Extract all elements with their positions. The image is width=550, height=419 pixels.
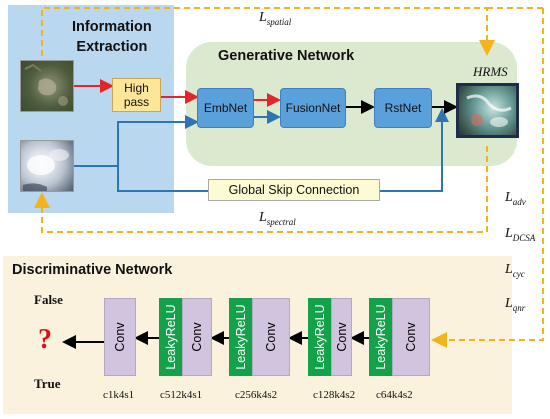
- loss-adv: Ladv: [505, 190, 526, 207]
- false-label: False: [34, 292, 63, 307]
- dashed-spectral-loss: [34, 146, 488, 233]
- disc-block-5-leakyrelu-label: LeakyReLU: [373, 304, 388, 370]
- true-label: True: [34, 376, 61, 391]
- disc-block-3-conv: Conv: [252, 298, 290, 376]
- arrow-ms-to-embnet: [73, 115, 199, 167]
- loss-spatial: Lspatial: [259, 10, 291, 27]
- hrms-image-texture: [466, 94, 512, 127]
- loss-cyc: Lcyc: [505, 262, 525, 279]
- loss-cyc-sub: cyc: [512, 268, 525, 279]
- loss-dcsa-sub: DCSA: [512, 232, 536, 243]
- loss-spectral-sub: spectral: [266, 216, 296, 227]
- disc-block-2-leakyrelu: LeakyReLU: [159, 298, 182, 376]
- loss-cyc-main: L: [505, 262, 513, 277]
- loss-adv-sub: adv: [512, 196, 526, 207]
- loss-qnr: Lqnr: [505, 296, 525, 313]
- loss-spectral-main: L: [259, 210, 267, 225]
- disc-block-3-leakyrelu-label: LeakyReLU: [233, 304, 248, 370]
- loss-spectral: Lspectral: [259, 210, 296, 227]
- disc-block-1-caption: c1k4s1: [103, 389, 135, 401]
- disc-block-5-caption: c64k4s2: [376, 389, 413, 401]
- disc-block-3-caption: c256k4s2: [235, 389, 278, 401]
- hrms-image: [456, 83, 519, 138]
- loss-dcsa: LDCSA: [505, 226, 535, 243]
- dashed-spatial-loss: [41, 7, 495, 56]
- loss-qnr-main: L: [505, 296, 513, 311]
- disc-block-4-caption: c128k4s2: [313, 389, 356, 401]
- disc-block-5-leakyrelu: LeakyReLU: [369, 298, 392, 376]
- disc-block-1-conv: Conv: [104, 298, 136, 376]
- disc-block-4-leakyrelu-label: LeakyReLU: [312, 304, 327, 370]
- disc-block-2-conv: Conv: [182, 298, 212, 376]
- disc-block-2-caption: c512k4s1: [160, 389, 203, 401]
- pan-image-texture: [24, 63, 68, 106]
- pan-image: [20, 60, 74, 112]
- global-skip-box: Global Skip Connection: [208, 179, 380, 201]
- info-title-line2: Extraction: [76, 39, 148, 55]
- disc-block-4-leakyrelu: LeakyReLU: [308, 298, 331, 376]
- disc-block-5-conv: Conv: [392, 298, 430, 376]
- disc-title: Discriminative Network: [12, 262, 173, 278]
- disc-block-3-conv-label: Conv: [264, 322, 278, 352]
- hrms-label: HRMS: [473, 64, 508, 79]
- loss-dcsa-main: L: [505, 226, 513, 241]
- high-pass-box: High pass: [112, 78, 161, 112]
- fusionnet-box: FusionNet: [280, 88, 346, 128]
- disc-block-1-conv-label: Conv: [113, 322, 127, 352]
- rstnet-box: RstNet: [374, 88, 432, 128]
- info-title: Information Extraction: [72, 17, 152, 57]
- disc-block-4-conv-label: Conv: [334, 322, 349, 352]
- loss-spatial-sub: spatial: [266, 16, 292, 27]
- gen-title: Generative Network: [218, 48, 355, 64]
- embnet-box: EmbNet: [197, 88, 254, 128]
- disc-block-2-leakyrelu-label: LeakyReLU: [163, 304, 178, 370]
- loss-spatial-main: L: [259, 10, 267, 25]
- disc-block-3-leakyrelu: LeakyReLU: [229, 298, 252, 376]
- info-title-line1: Information: [72, 19, 152, 35]
- high-pass-line2: pass: [123, 95, 150, 109]
- high-pass-line1: High: [124, 81, 149, 95]
- question-mark: ?: [38, 324, 52, 355]
- dashed-discriminator-feedback: [431, 8, 544, 348]
- loss-qnr-sub: qnr: [512, 302, 526, 313]
- loss-adv-main: L: [505, 190, 513, 205]
- ms-image: [20, 140, 74, 192]
- disc-block-4-conv: Conv: [331, 298, 352, 376]
- ms-image-texture: [23, 149, 69, 191]
- disc-block-2-conv-label: Conv: [190, 322, 204, 352]
- disc-block-5-conv-label: Conv: [404, 322, 418, 352]
